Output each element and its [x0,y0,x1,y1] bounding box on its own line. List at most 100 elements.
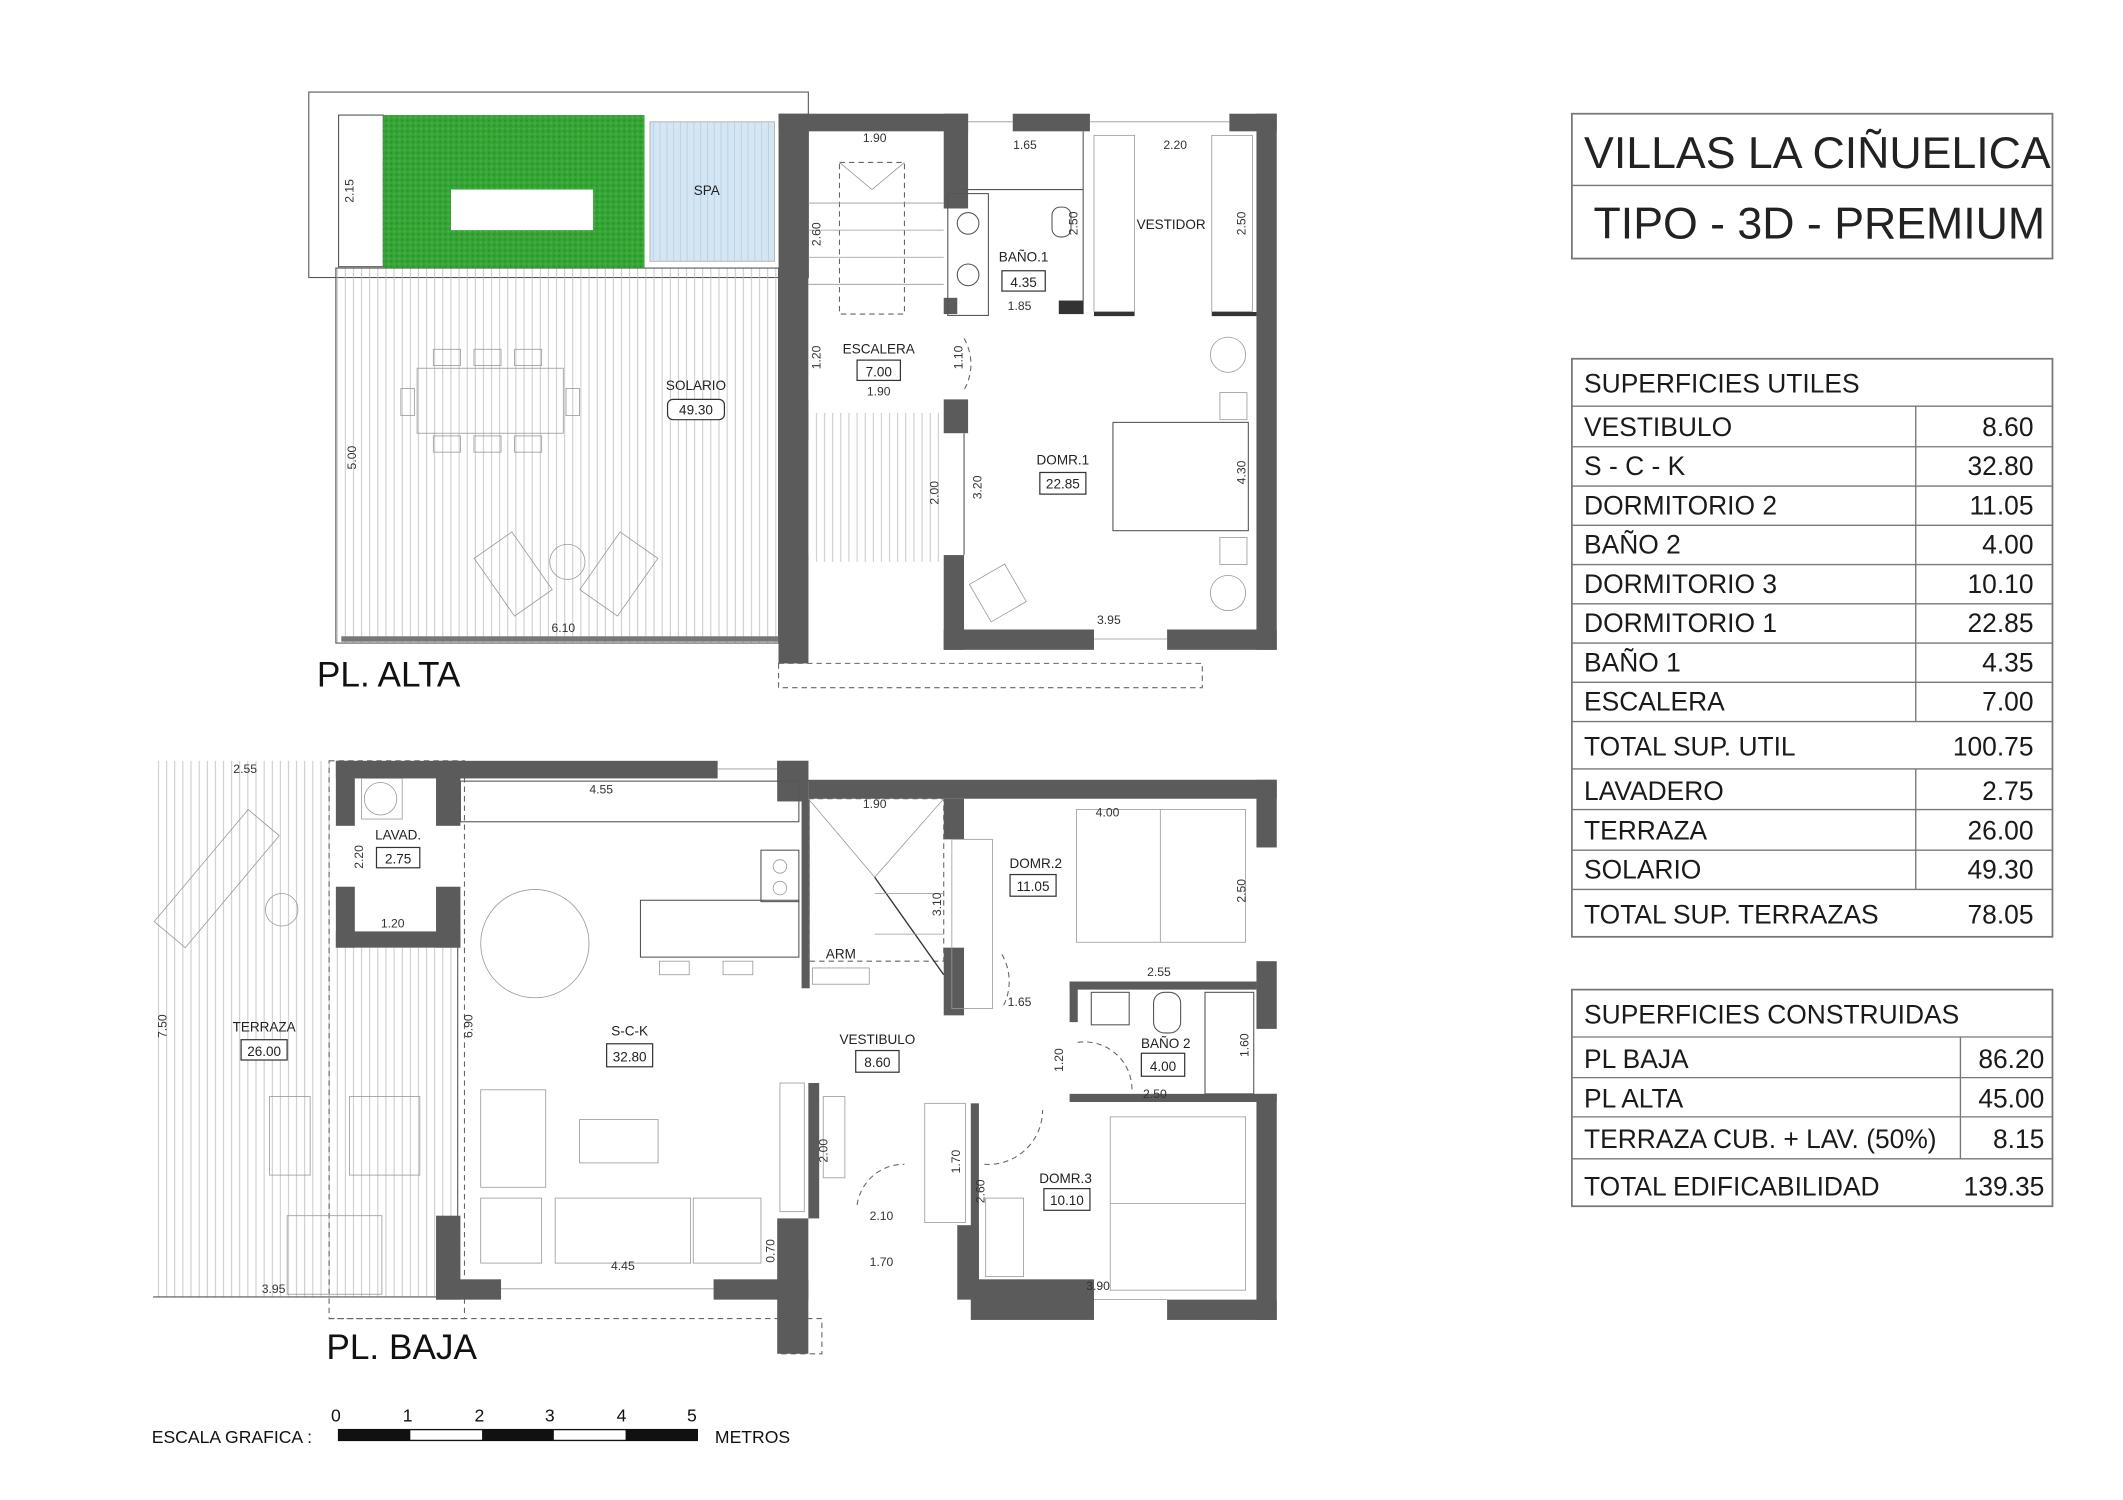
room-name-solario: SOLARIO [666,378,726,393]
row-label: S - C - K [1584,451,1686,481]
dimension-label: 3.95 [1097,613,1121,627]
useful-areas-table: SUPERFICIES UTILES VESTIBULO 8.60 S - C -… [1570,357,2054,938]
row-value: 10.10 [1968,569,2034,599]
kitchen-fixtures [361,778,800,999]
project-type: TIPO - 3D - PREMIUM [1594,199,2046,248]
table-row: PL BAJA 86.20 [1584,1044,2044,1074]
room-area-terraza: 26.00 [247,1044,281,1059]
solarium-deck [335,268,779,644]
dimension-label: 1.70 [870,1255,894,1269]
room-area-domr-3: 10.10 [1050,1193,1084,1208]
row-label: TERRAZA CUB. + LAV. (50%) [1584,1124,1937,1154]
room-area-domr-2: 11.05 [1017,879,1050,894]
table-row: BAÑO 2 4.00 [1584,530,2033,560]
dimension-label: 7.50 [156,1014,170,1038]
row-label: PL ALTA [1584,1083,1684,1113]
door-swing [984,1110,1044,1165]
dimension-label: 4.45 [611,1259,635,1273]
bathroom-2-fixtures [1090,991,1255,1095]
dimension-label: 2.00 [816,1139,830,1163]
dimension-label: 2.10 [870,1209,894,1223]
dimension-label: 2.20 [1163,138,1187,152]
scale-tick: 5 [687,1405,697,1425]
row-value: 86.20 [1978,1044,2044,1074]
scale-tick: 3 [545,1405,555,1425]
ground-walls [335,760,1277,1354]
row-value: 4.35 [1982,647,2033,677]
room-name-escalera: ESCALERA [843,341,915,356]
table-header: SUPERFICIES UTILES [1584,369,1860,399]
row-value: 45.00 [1978,1083,2044,1113]
room-area-escalera: 7.00 [866,364,892,379]
dimension-label: 1.90 [863,131,887,145]
room-name-terraza: TERRAZA [233,1020,296,1035]
row-label: LAVADERO [1584,776,1724,806]
room-name-lavadero: LAVAD. [375,827,421,842]
ground-floor-plan: LAVAD. 2.75 TERRAZA 26.00 S-C-K 32.80 VE… [153,760,1277,1367]
total-label: TOTAL SUP. UTIL [1584,731,1796,761]
row-label: BAÑO 2 [1584,530,1681,560]
table-header: SUPERFICIES CONSTRUIDAS [1584,999,1959,1029]
room-area-vestibulo: 8.60 [864,1055,890,1070]
row-label: VESTIBULO [1584,412,1732,442]
scale-bar-label: ESCALA GRAFICA : [152,1427,312,1447]
row-value: 11.05 [1969,490,2033,520]
door-swing [1077,1041,1133,1092]
dimension-label: 1.20 [381,916,405,930]
built-areas-table: SUPERFICIES CONSTRUIDAS PL BAJA 86.20 PL … [1570,988,2054,1208]
room-name-arm: ARM [826,946,856,961]
row-label: ESCALERA [1584,687,1725,717]
dimension-label: 1.65 [1013,138,1037,152]
bed-furniture [968,336,1249,623]
dimension-label: 3.10 [930,892,944,916]
beds-furniture [985,809,1247,1291]
dimension-label: 1.10 [952,345,966,369]
scale-tick: 4 [617,1405,627,1425]
door-swing [856,1163,905,1205]
dimension-label: 2.15 [342,179,356,203]
spa-label: SPA [694,183,720,198]
dimension-label: 4.30 [1235,460,1249,484]
dimension-label: 1.20 [1052,1048,1066,1072]
room-area-bano-2: 4.00 [1150,1059,1176,1074]
dimension-label: 2.50 [1235,879,1249,903]
dimension-label: 4.00 [1096,805,1120,819]
room-name-sck: S-C-K [611,1024,648,1039]
row-value: 49.30 [1968,855,2034,885]
dimension-label: 0.70 [763,1239,777,1263]
row-value: 32.80 [1968,451,2034,481]
room-area-bano-1: 4.35 [1010,275,1036,290]
grass-opening [450,189,594,231]
wardrobes [924,838,993,1223]
row-label: PL BAJA [1584,1044,1689,1074]
dimension-label: 2.50 [1067,211,1081,235]
dimension-label: 5.00 [345,446,359,470]
row-label: TERRAZA [1584,815,1708,845]
dimension-label: 2.50 [1143,1087,1167,1101]
row-value: 8.60 [1982,412,2033,442]
dimension-label: 1.60 [1237,1033,1251,1057]
dimension-label: 2.00 [927,481,941,505]
dimension-label: 2.50 [1235,211,1249,235]
row-value: 2.75 [1982,776,2033,806]
dimension-label: 1.90 [863,797,887,811]
terrace-deck [153,760,336,1297]
table-row: PL ALTA 45.00 [1584,1083,2044,1113]
total-value: 139.35 [1964,1171,2045,1201]
scale-tick: 0 [331,1405,341,1425]
scale-tick: 1 [403,1405,413,1425]
dimension-label: 3.95 [262,1282,286,1296]
room-name-domr-3: DOMR.3 [1039,1171,1092,1186]
dimension-label: 1.70 [949,1149,963,1173]
title-block: VILLAS LA CIÑUELICA TIPO - 3D - PREMIUM [1570,112,2054,260]
room-name-bano-2: BAÑO 2 [1141,1036,1191,1051]
dimension-label: 3.90 [1086,1279,1110,1293]
upper-floor-title: PL. ALTA [317,655,461,694]
row-value: 4.00 [1982,530,2033,560]
